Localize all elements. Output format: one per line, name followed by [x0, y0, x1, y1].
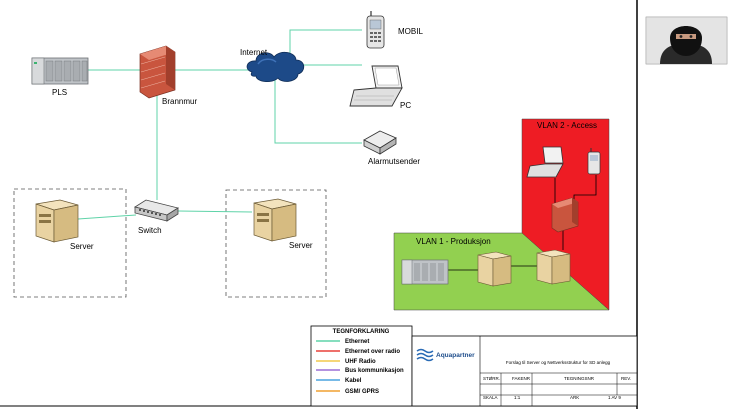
- server-left-icon: [35, 199, 79, 243]
- link-internet-mobil: [289, 29, 362, 55]
- mobile-phone-icon: [366, 11, 385, 49]
- svg-text:Bus kommunikasjon: Bus kommunikasjon: [345, 368, 404, 374]
- tb-sheet-label: ARK: [570, 395, 579, 400]
- vlan-access-label: VLAN 2 - Access: [537, 121, 597, 130]
- alarm-transmitter-icon: [363, 130, 397, 155]
- legend-item-ethernet: Ethernet: [316, 339, 369, 345]
- legend-item-uhf-radio: UHF Radio: [316, 359, 376, 365]
- vlan-laptop-icon: [526, 146, 564, 178]
- svg-text:UHF Radio: UHF Radio: [345, 359, 376, 365]
- vlan-server-1-icon: [477, 251, 512, 287]
- link-switch-server-right: [177, 210, 253, 213]
- tb-drawing-no-label: TEGNINGSNR: [564, 376, 595, 381]
- tb-size-label: STØRR.: [483, 376, 500, 381]
- svg-text:GSM/ GPRS: GSM/ GPRS: [345, 389, 379, 395]
- vlan-phone-icon: [587, 148, 601, 175]
- server-right-icon: [253, 198, 297, 242]
- tb-sheet-value: 1 AV 9: [608, 395, 621, 400]
- vlan-server-2-icon: [536, 249, 571, 285]
- tb-rev-label: REV.: [621, 376, 631, 381]
- brannmur-label: Brannmur: [162, 97, 197, 106]
- ethernet-links: [77, 29, 362, 220]
- webcam-thumbnail: [645, 16, 728, 65]
- server-right-label: Server: [289, 241, 313, 250]
- svg-text:Kabel: Kabel: [345, 378, 362, 384]
- legend-items: Ethernet Ethernet over radio UHF Radio B…: [316, 339, 404, 395]
- drawing-description: Forslag til Server og Nettverksstruktur …: [506, 360, 611, 365]
- pc-label: PC: [400, 101, 411, 110]
- tb-fakenr-label: FAKENR: [512, 376, 531, 381]
- mobil-label: MOBIL: [398, 27, 423, 36]
- legend-item-kabel: Kabel: [316, 378, 362, 384]
- legend-item-gsm-gprs: GSM/ GPRS: [316, 389, 379, 395]
- legend: TEGNFORKLARING Ethernet Ethernet over ra…: [310, 325, 413, 407]
- vlan-firewall-icon: [551, 197, 579, 233]
- cloud-icon: [246, 51, 305, 82]
- logo-text: Aquapartner: [436, 352, 475, 359]
- title-block: Aquapartner Forslag til Server og Nettve…: [411, 335, 638, 407]
- svg-text:Ethernet: Ethernet: [345, 339, 369, 345]
- legend-item-bus-kommunikasjon: Bus kommunikasjon: [316, 368, 404, 374]
- server-right-frame: [225, 189, 327, 298]
- switch-icon: [133, 199, 180, 222]
- firewall-icon: [139, 45, 176, 99]
- server-left-label: Server: [70, 242, 94, 251]
- alarmutsender-label: Alarmutsender: [368, 157, 420, 166]
- legend-title: TEGNFORKLARING: [333, 329, 390, 335]
- svg-text:Ethernet over radio: Ethernet over radio: [345, 349, 400, 355]
- vlan-produksjon-label: VLAN 1 - Produksjon: [416, 237, 491, 246]
- link-internet-alarm: [274, 80, 362, 144]
- tb-scale-value: 1:1: [514, 395, 521, 400]
- pls-label: PLS: [52, 88, 67, 97]
- link-switch-server-left: [77, 214, 137, 220]
- laptop-icon: [349, 65, 403, 107]
- aquapartner-logo: Aquapartner: [416, 348, 475, 362]
- pls-icon: [31, 57, 89, 85]
- tb-scale-label: SKALA: [483, 395, 498, 400]
- legend-item-ethernet-over-radio: Ethernet over radio: [316, 349, 400, 355]
- internet-label: Internet: [240, 48, 268, 57]
- server-left-frame: [13, 188, 127, 298]
- switch-label: Switch: [138, 226, 162, 235]
- vlan-plc-icon: [401, 259, 449, 285]
